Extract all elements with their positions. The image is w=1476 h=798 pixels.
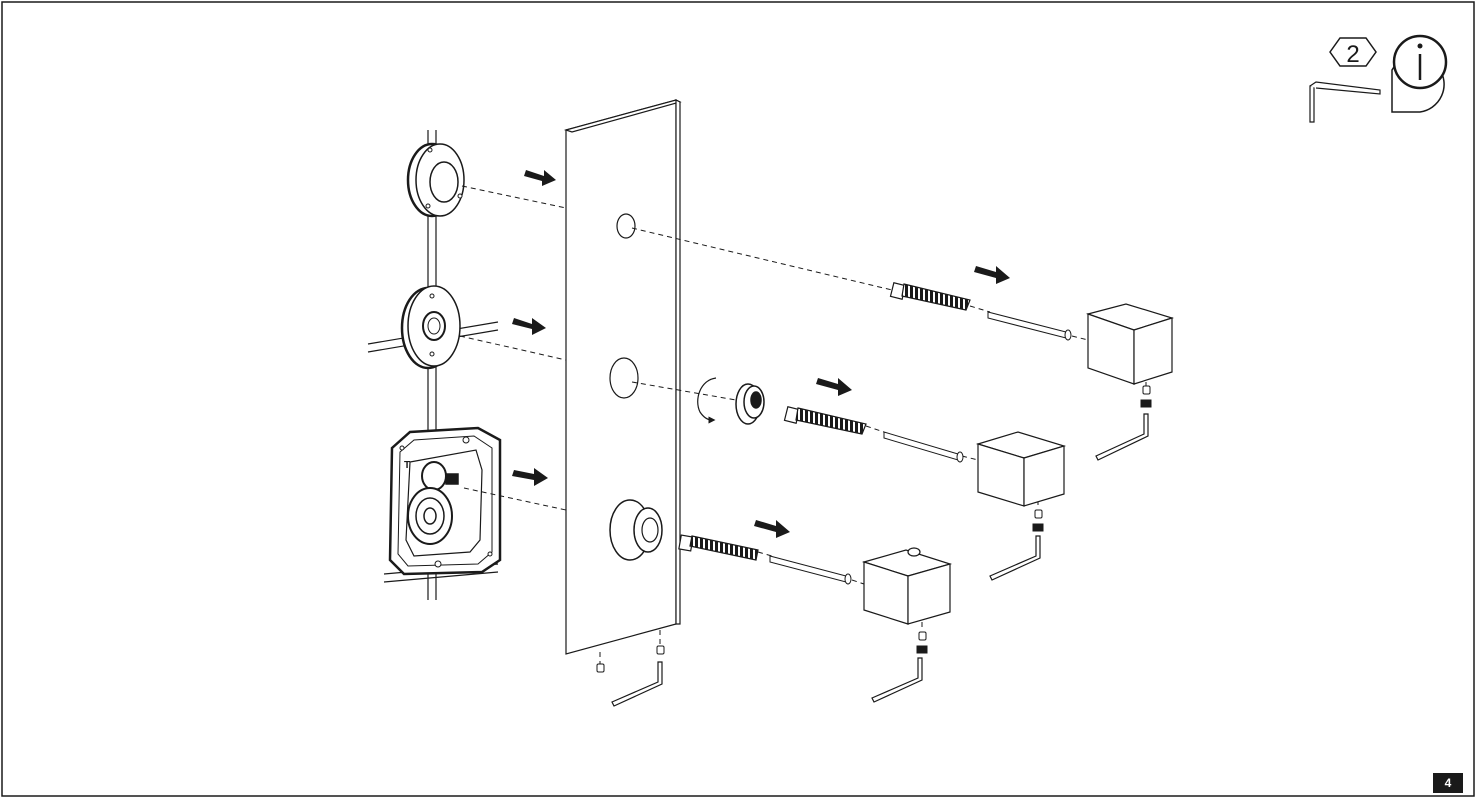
rotation-arrow-icon bbox=[697, 377, 717, 424]
thermostatic-valve-body: T bbox=[388, 426, 502, 576]
hex-key-size-label: 2 bbox=[1346, 41, 1359, 68]
wall-flange-top bbox=[406, 142, 465, 218]
hex-key-icon bbox=[611, 413, 1149, 707]
arrow-icon bbox=[512, 170, 556, 486]
extension-spindle-top bbox=[889, 282, 971, 311]
arrow-icon bbox=[754, 266, 1010, 538]
page-number: 4 bbox=[1433, 773, 1463, 793]
cube-handle-middle bbox=[975, 431, 1067, 507]
extension-spindle-middle bbox=[783, 406, 867, 435]
cube-handle-top bbox=[1085, 303, 1175, 385]
alignment-lines bbox=[459, 185, 1147, 664]
wall-flange-middle bbox=[400, 285, 461, 370]
info-icon bbox=[1391, 34, 1448, 113]
cube-handle-bottom bbox=[861, 547, 953, 625]
cover-plate bbox=[563, 99, 682, 655]
extension-spindle-bottom bbox=[678, 534, 759, 561]
hex-key-icon: 2 bbox=[1309, 37, 1381, 123]
fixing-rods bbox=[769, 311, 1072, 585]
thermostat-label: T bbox=[404, 460, 410, 471]
grub-screws bbox=[596, 385, 1152, 673]
adapter-ring bbox=[735, 383, 765, 425]
